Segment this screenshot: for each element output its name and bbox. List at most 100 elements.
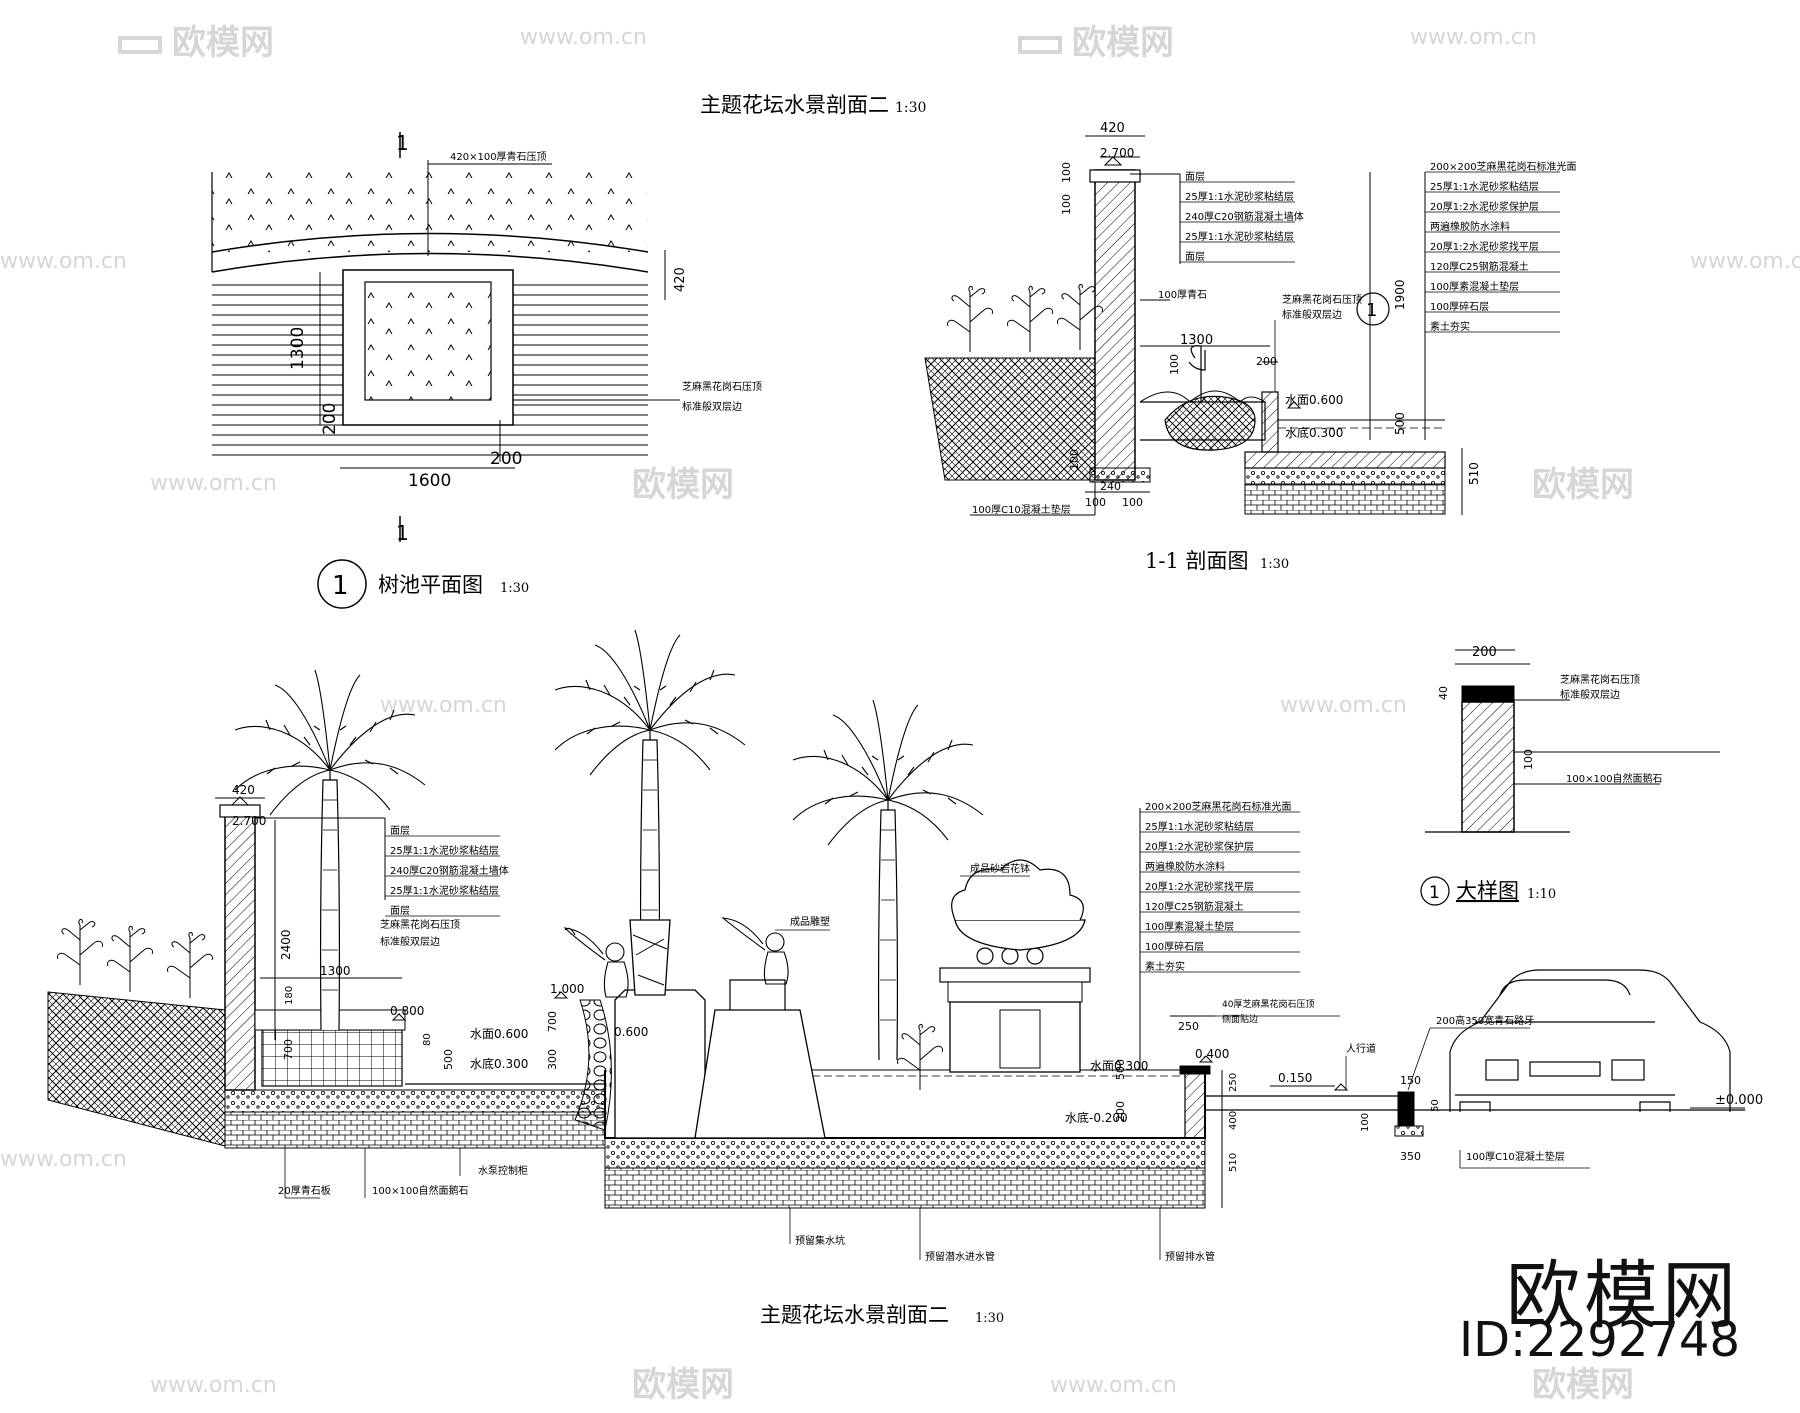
svg-text:2.700: 2.700 [1100,146,1134,160]
svg-text:100厚C10混凝土垫层: 100厚C10混凝土垫层 [972,503,1071,516]
svg-text:250: 250 [1228,1073,1239,1092]
svg-text:标准般双层边: 标准般双层边 [682,400,742,413]
svg-text:100厚碎石层: 100厚碎石层 [1430,300,1489,313]
svg-text:1300: 1300 [320,964,351,978]
svg-text:200: 200 [1256,355,1277,368]
svg-text:240厚C20钢筋混凝土墙体: 240厚C20钢筋混凝土墙体 [390,864,509,877]
main-wall-layers: 面层 25厚1:1水泥砂浆粘结层 240厚C20钢筋混凝土墙体 25厚1:1水泥… [385,825,509,917]
svg-text:100×100自然面鹅石: 100×100自然面鹅石 [1566,772,1663,785]
svg-text:水泵控制柜: 水泵控制柜 [478,1164,528,1177]
svg-text:120厚C25钢筋混凝土: 120厚C25钢筋混凝土 [1430,260,1529,273]
cut-mark-top: 1 [396,131,409,155]
svg-text:25厚1:1水泥砂浆粘结层: 25厚1:1水泥砂浆粘结层 [390,884,499,897]
svg-text:700: 700 [282,1039,295,1060]
watermark-url: www.om.cn [1050,1373,1177,1398]
svg-text:100厚C10混凝土垫层: 100厚C10混凝土垫层 [1466,1150,1565,1163]
svg-text:1900: 1900 [1393,279,1407,310]
svg-text:100厚青石: 100厚青石 [1158,288,1207,301]
cut-mark-bottom: 1 [396,521,409,545]
watermark-brand-text: 欧模网 [1532,465,1634,505]
plan-coping-note: 420×100厚青石压顶 [450,150,547,163]
watermark-url: www.om.cn [520,25,647,50]
svg-text:1: 1 [1429,883,1440,903]
brand-id-text: ID:2292748 [1458,1312,1740,1368]
svg-text:700: 700 [546,1011,559,1032]
svg-text:1: 1 [1366,300,1377,321]
svg-text:40厚芝麻黑花岗石压顶: 40厚芝麻黑花岗石压顶 [1222,998,1314,1010]
svg-text:200: 200 [320,403,340,435]
watermark-layer: 欧模网 www.om.cn 欧模网 www.om.cn www.om.cn ww… [0,23,1800,1405]
watermark-brand-1: 欧模网 [118,23,274,63]
svg-text:100厚素混凝土垫层: 100厚素混凝土垫层 [1430,280,1519,293]
svg-text:420: 420 [1100,121,1125,136]
svg-text:20厚1:2水泥砂浆保护层: 20厚1:2水泥砂浆保护层 [1145,840,1254,853]
svg-text:250: 250 [1178,1020,1199,1033]
svg-text:标准般双层边: 标准般双层边 [1282,308,1342,321]
svg-text:面层: 面层 [390,905,410,917]
svg-text:素土夯实: 素土夯实 [1430,320,1470,333]
svg-text:100厚碎石层: 100厚碎石层 [1145,940,1204,953]
watermark-brand-text: 欧模网 [1532,1365,1634,1405]
svg-text:1: 1 [332,571,349,601]
tree-pit-plan: 1 1 420×100厚青石压顶 420 1300 200 200 1600 芝… [211,131,762,545]
svg-text:侧面贴边: 侧面贴边 [1222,1013,1258,1025]
svg-text:面层: 面层 [390,825,410,837]
svg-text:1:30: 1:30 [500,581,529,596]
svg-text:水底0.300: 水底0.300 [470,1056,528,1071]
svg-text:成品砂岩花钵: 成品砂岩花钵 [970,862,1030,875]
svg-text:面层: 面层 [1185,251,1205,263]
svg-text:水面0.300: 水面0.300 [1090,1059,1148,1073]
watermark-url: www.om.cn [380,693,507,718]
svg-text:200: 200 [490,449,522,469]
section11-pool-layers: 200×200芝麻黑花岗石标准光面 25厚1:1水泥砂浆粘结层 20厚1:2水泥… [1425,160,1577,333]
svg-text:120厚C25钢筋混凝土: 120厚C25钢筋混凝土 [1145,900,1244,913]
watermark-url: www.om.cn [1690,249,1800,274]
svg-text:510: 510 [1467,462,1481,485]
watermark-url: www.om.cn [1410,25,1537,50]
svg-text:水面0.600: 水面0.600 [470,1027,528,1041]
svg-text:±0.000: ±0.000 [1715,1093,1763,1108]
svg-text:人行道: 人行道 [1346,1042,1376,1055]
svg-text:水底0.300: 水底0.300 [1285,425,1343,440]
svg-text:1:30: 1:30 [975,1311,1004,1326]
svg-text:芝麻黑花岗石压顶: 芝麻黑花岗石压顶 [682,380,762,393]
svg-text:200×200芝麻黑花岗石标准光面: 200×200芝麻黑花岗石标准光面 [1430,160,1577,173]
svg-text:标准般双层边: 标准般双层边 [380,935,440,948]
detail-view: 200 40 100 芝麻黑花岗石压顶 标准般双层边 100×100自然面鹅石 [1425,645,1720,833]
svg-text:180: 180 [284,986,295,1005]
svg-text:400: 400 [1228,1111,1239,1130]
svg-text:100: 100 [1168,354,1181,375]
svg-text:1300: 1300 [288,327,308,370]
top-section-title: 主题花坛水景剖面二 1:30 [700,93,926,117]
svg-text:40: 40 [1437,686,1450,700]
main-section-title: 主题花坛水景剖面二 1:30 [760,1303,1004,1327]
svg-text:0.800: 0.800 [390,1004,424,1018]
svg-text:20厚青石板: 20厚青石板 [278,1184,331,1197]
watermark-url: www.om.cn [0,249,127,274]
svg-text:350: 350 [1400,1150,1421,1163]
svg-text:240厚C20钢筋混凝土墙体: 240厚C20钢筋混凝土墙体 [1185,210,1304,223]
svg-text:预留集水坑: 预留集水坑 [795,1234,845,1247]
svg-text:大样图: 大样图 [1456,879,1519,903]
svg-text:20厚1:2水泥砂浆保护层: 20厚1:2水泥砂浆保护层 [1430,200,1539,213]
svg-text:预留潜水进水管: 预留潜水进水管 [925,1250,995,1263]
watermark-brand-4: 欧模网 [1532,465,1634,505]
svg-text:25厚1:1水泥砂浆粘结层: 25厚1:1水泥砂浆粘结层 [390,844,499,857]
svg-text:200: 200 [1472,645,1497,660]
svg-text:2400: 2400 [279,929,293,960]
svg-text:成品雕塑: 成品雕塑 [790,915,830,928]
svg-text:20厚1:2水泥砂浆找平层: 20厚1:2水泥砂浆找平层 [1145,880,1254,893]
svg-text:1300: 1300 [1180,333,1213,348]
main-section: ±0.000 420 2.700 面层 25厚1:1水泥砂浆粘结层 240厚C2… [47,629,1763,1263]
svg-text:150: 150 [1400,1074,1421,1087]
svg-text:25厚1:1水泥砂浆粘结层: 25厚1:1水泥砂浆粘结层 [1185,230,1294,243]
svg-text:510: 510 [1228,1153,1239,1172]
svg-text:50: 50 [1430,1099,1441,1112]
svg-text:标准般双层边: 标准般双层边 [1560,688,1620,701]
svg-text:芝麻黑花岗石压顶: 芝麻黑花岗石压顶 [1560,673,1640,686]
svg-text:面层: 面层 [1185,171,1205,183]
watermark-brand-text: 欧模网 [1072,23,1174,63]
svg-text:420: 420 [232,783,255,797]
svg-text:0.400: 0.400 [1195,1047,1229,1061]
